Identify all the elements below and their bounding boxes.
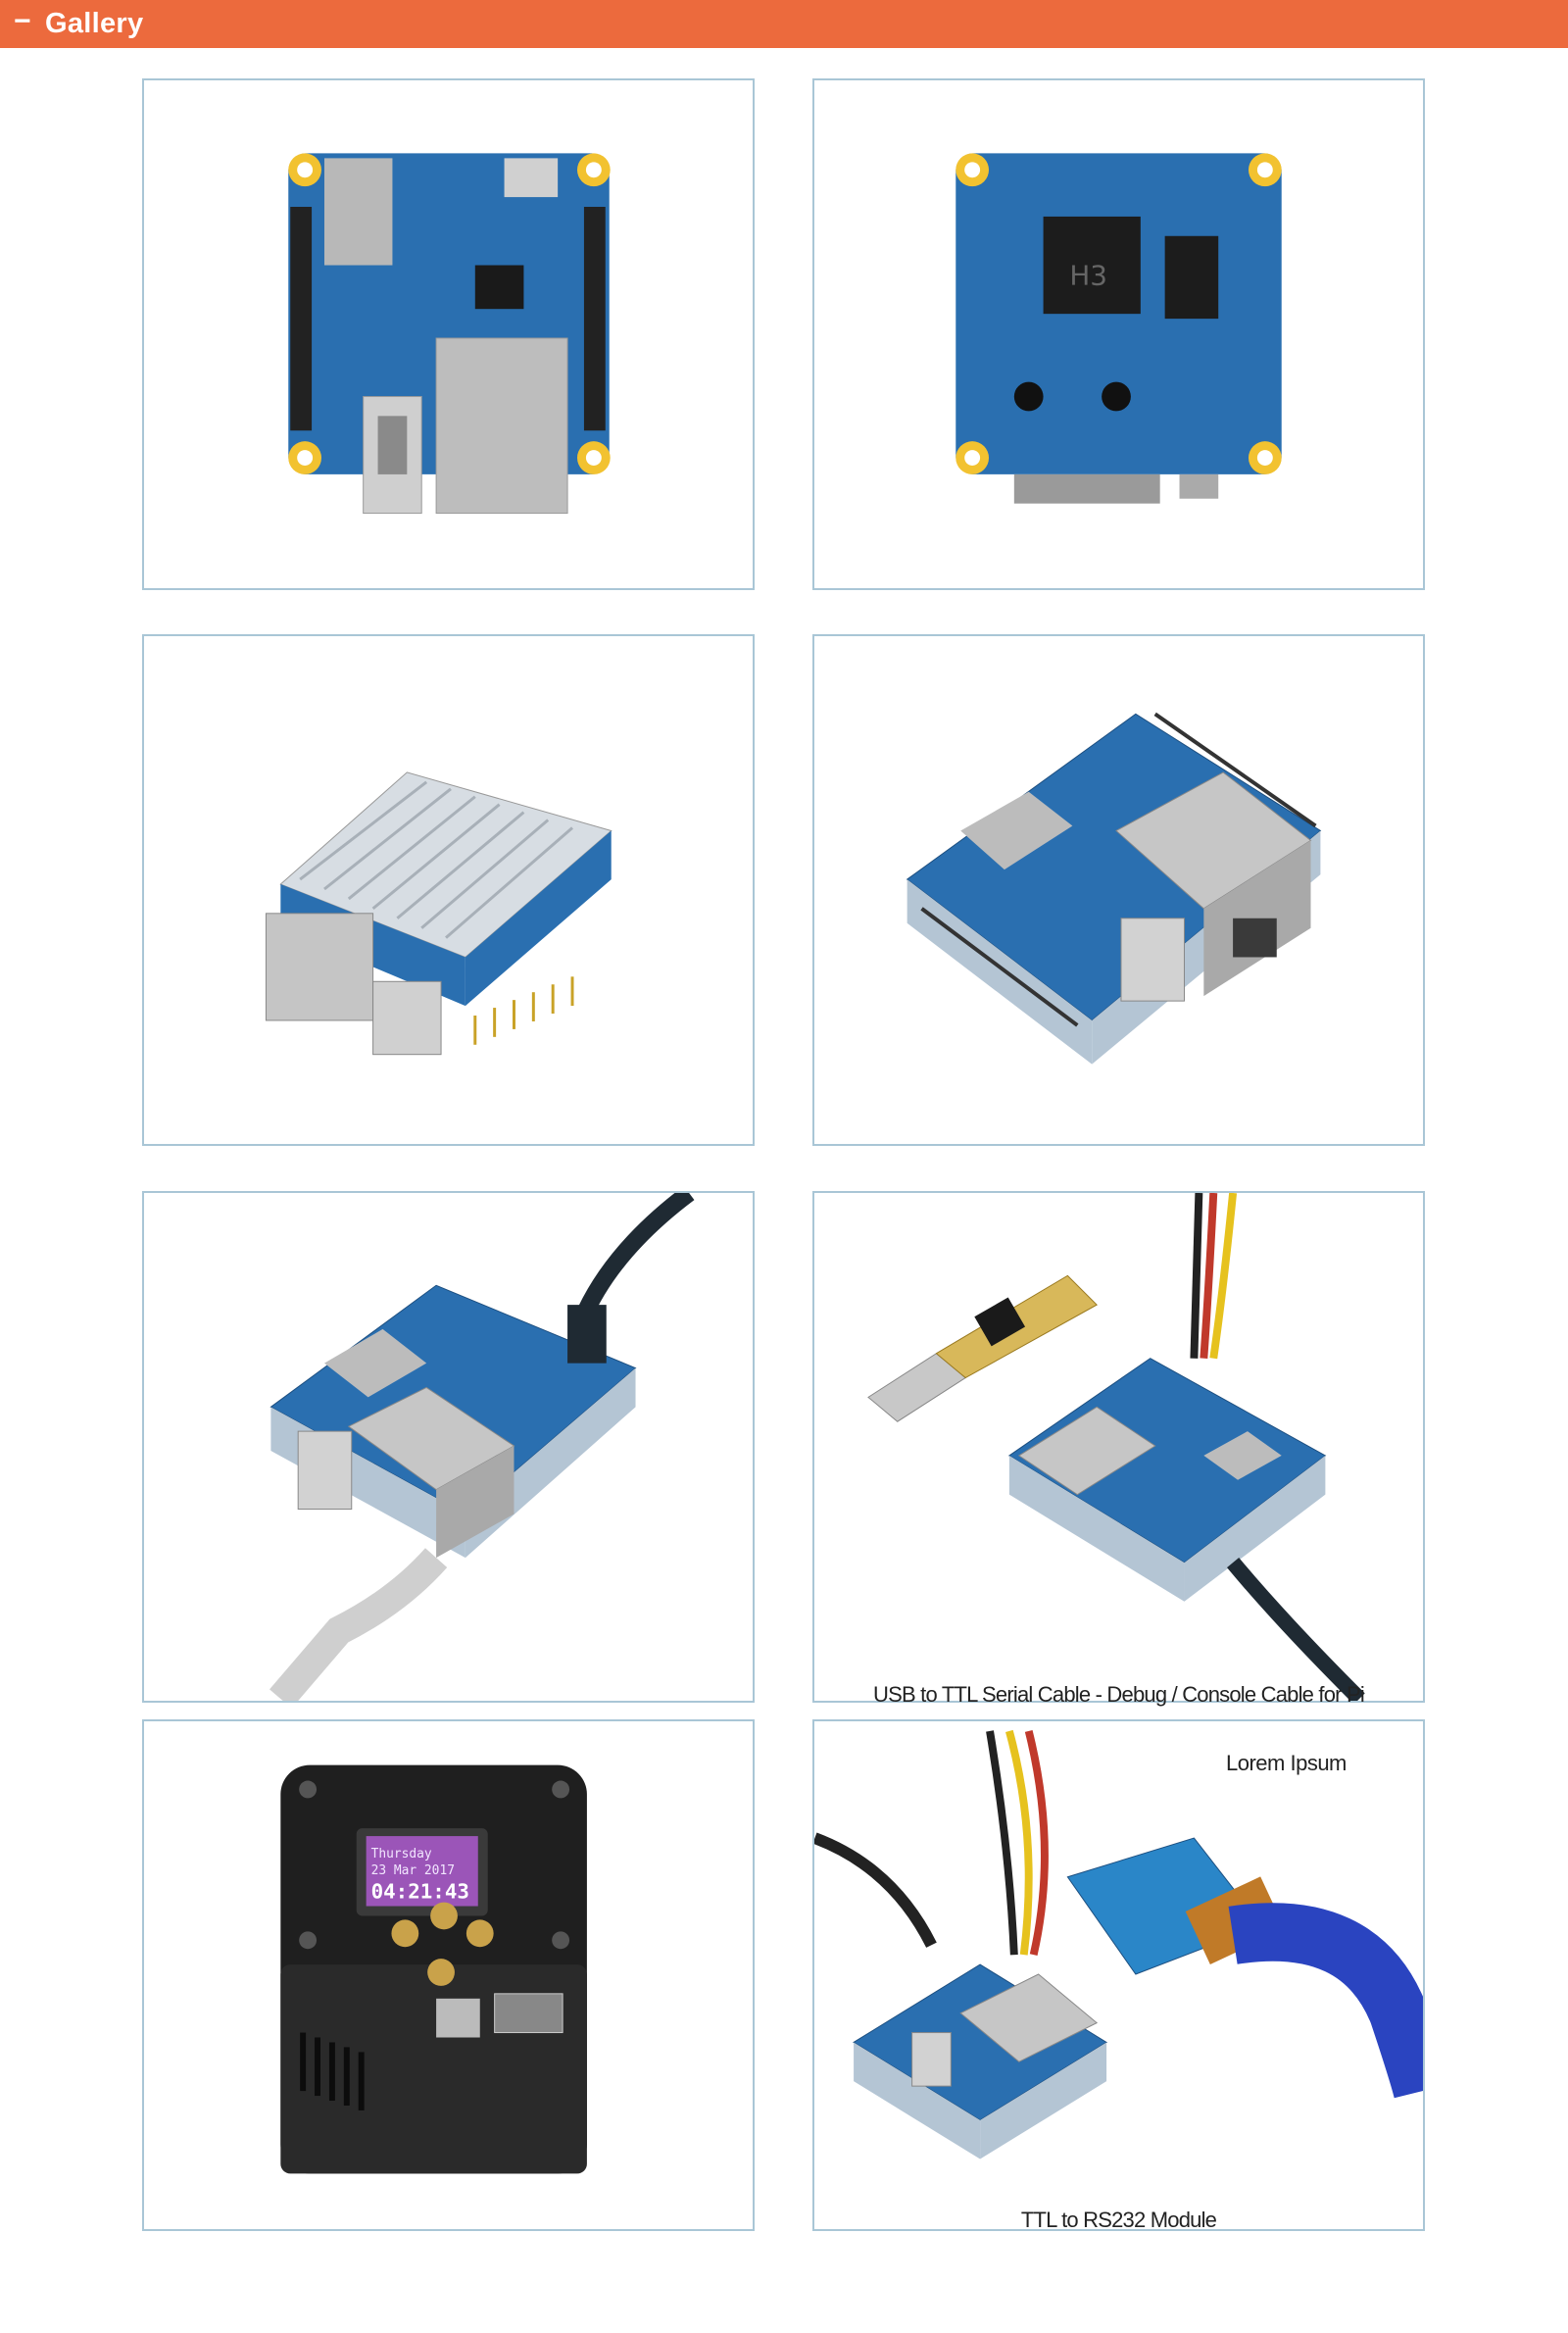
section-title: Gallery — [45, 8, 144, 39]
gallery-image-2[interactable]: H3 — [812, 78, 1425, 590]
usb-ttl-cable-icon — [867, 1193, 1365, 1701]
gallery-image-5[interactable] — [142, 1191, 755, 1703]
board-angled-view-icon — [906, 712, 1322, 1065]
gallery-image-3[interactable] — [142, 634, 755, 1146]
gallery-image-6[interactable] — [812, 1191, 1425, 1703]
gallery-image-7[interactable]: Thursday 23 Mar 2017 04:21:43 — [142, 1719, 755, 2231]
svg-text:H3: H3 — [1069, 259, 1107, 291]
board-with-heatsink-icon — [265, 771, 612, 1056]
caption-usb-ttl-cable: USB to TTL Serial Cable - Debug / Consol… — [873, 1682, 1365, 1707]
rs232-module-icon — [814, 1729, 1423, 2159]
gallery-image-1[interactable] — [142, 78, 755, 590]
board-bottom-view-icon: H3 — [956, 153, 1282, 504]
board-top-view-icon — [288, 153, 611, 515]
board-with-cables-icon — [270, 1193, 695, 1701]
metal-case-oled-icon: Thursday 23 Mar 2017 04:21:43 — [280, 1764, 587, 2174]
oled-time: 04:21:43 — [371, 1880, 469, 1904]
caption-ttl-rs232-module: TTL to RS232 Module — [1020, 2208, 1217, 2232]
collapse-icon[interactable]: − — [14, 4, 31, 37]
oled-date: 23 Mar 2017 — [371, 1863, 455, 1878]
lorem-ipsum-label: Lorem Ipsum — [1226, 1751, 1347, 1775]
gallery-image-4[interactable] — [812, 634, 1425, 1146]
oled-day: Thursday — [371, 1847, 432, 1861]
gallery-header[interactable]: − Gallery — [0, 0, 1568, 48]
gallery-image-8[interactable] — [812, 1719, 1425, 2231]
